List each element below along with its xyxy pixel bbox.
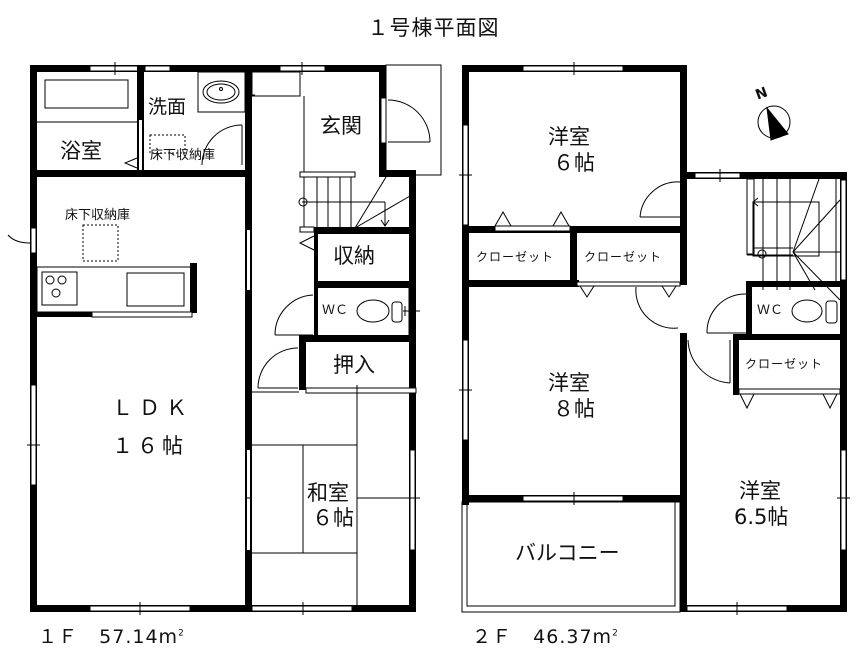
underfloor-storage-label-ldk: 床下収納庫: [65, 208, 131, 223]
room-size-youshitsu-6-5: 6.5帖: [734, 505, 789, 529]
closet-label-2: クローゼット: [584, 250, 663, 264]
room-label-wc-2f: ＷＣ: [757, 303, 784, 318]
plan-title: １号棟平面図: [367, 16, 500, 40]
room-label-washroom: 洗面: [148, 96, 187, 118]
room-size-washitsu: ６帖: [312, 506, 354, 530]
floor2-label: ２Ｆ: [472, 626, 513, 648]
room-label-balcony: バルコニー: [515, 541, 620, 565]
floor1-label: １Ｆ: [38, 626, 79, 648]
floor1-area: １Ｆ 57.14m2: [38, 622, 185, 649]
floor1-walls: [7, 62, 442, 615]
area-unit-sup: 2: [178, 628, 185, 639]
room-label-wc-1f: ＷＣ: [322, 303, 349, 318]
room-size-youshitsu-8: ８帖: [553, 397, 595, 421]
underfloor-storage-label-wash: 床下収納庫: [150, 148, 216, 163]
floor2-walls: [459, 62, 850, 615]
area-unit: m: [592, 626, 613, 648]
room-label-youshitsu-6: 洋室: [548, 125, 590, 149]
room-label-bath: 浴室: [60, 139, 102, 163]
room-label-washitsu: 和室: [307, 481, 349, 505]
closet-label-3: クローゼット: [745, 357, 824, 371]
closet-label-1: クローゼット: [476, 250, 555, 264]
room-size-youshitsu-6: ６帖: [553, 151, 595, 175]
room-label-ldk: ＬＤＫ: [112, 396, 193, 420]
floor2-area-value: 46.37: [533, 626, 593, 648]
area-unit: m: [158, 626, 179, 648]
north-compass-icon: [757, 105, 791, 141]
room-label-youshitsu-8: 洋室: [548, 371, 590, 395]
room-label-youshitsu-6-5: 洋室: [739, 479, 781, 503]
area-unit-sup: 2: [612, 628, 619, 639]
room-label-storage: 収納: [333, 244, 375, 268]
floor2-area: ２Ｆ 46.37m2: [472, 622, 619, 649]
room-label-entrance: 玄関: [320, 114, 362, 138]
room-size-ldk: １６帖: [112, 434, 187, 458]
room-label-oshiire: 押入: [333, 353, 375, 377]
floor1-area-value: 57.14: [99, 626, 159, 648]
